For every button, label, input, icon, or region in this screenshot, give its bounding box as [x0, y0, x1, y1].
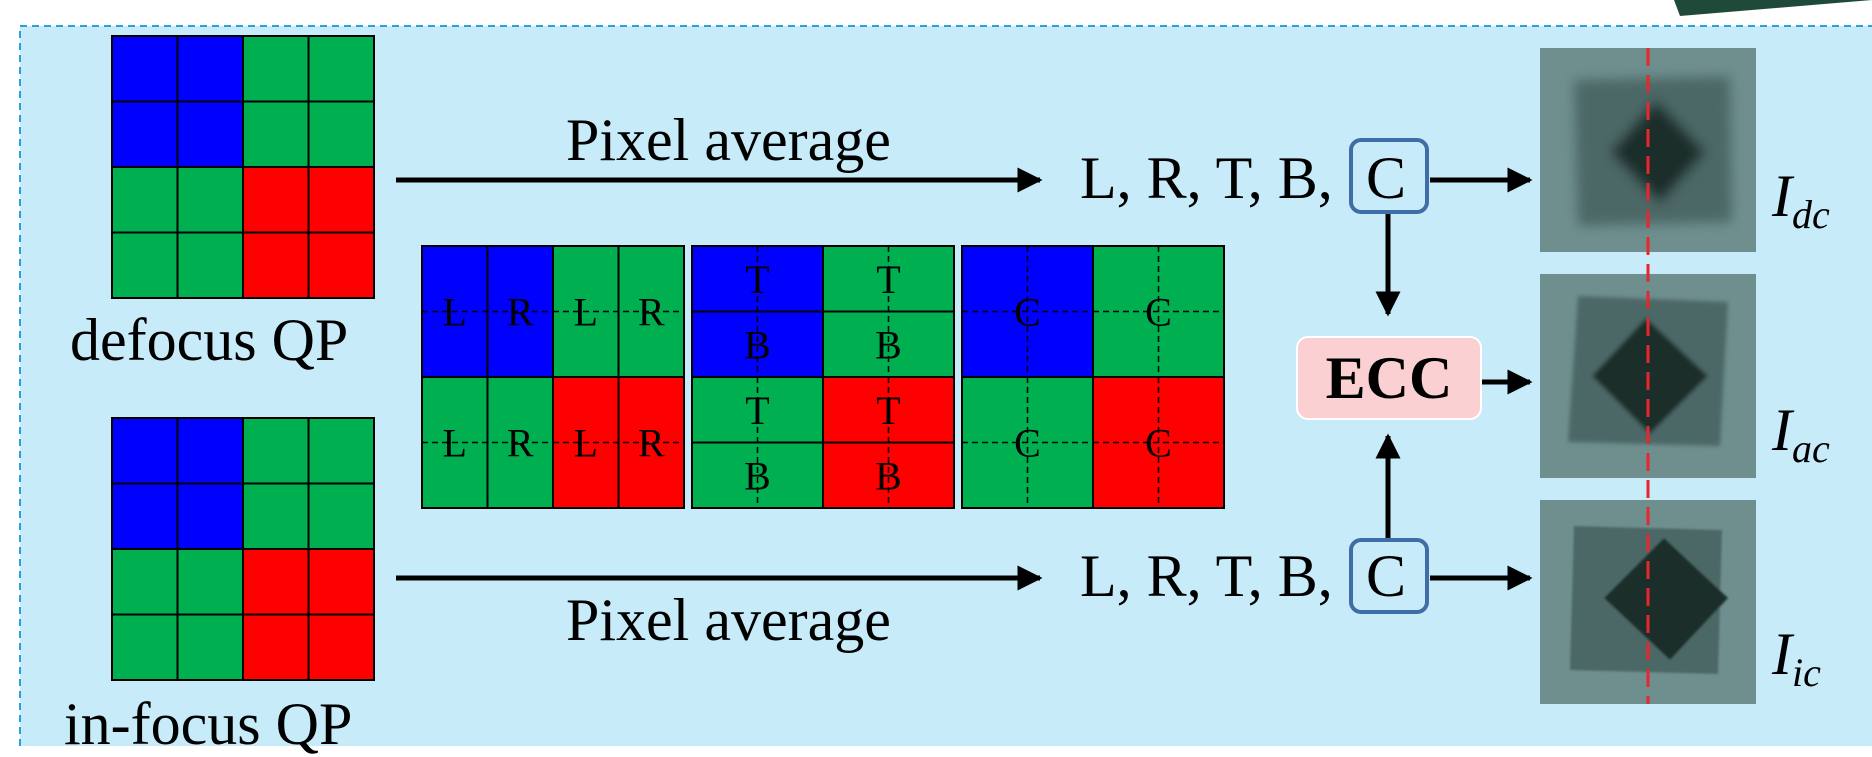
defocus-qp-pixel: [307, 166, 375, 234]
lr-pattern-letter: R: [638, 290, 665, 335]
infocus-qp-pixel: [111, 613, 179, 681]
infocus-qp-pixel: [242, 482, 310, 550]
bottom-c-label: C: [1366, 543, 1407, 609]
infocus-qp-pixel: [111, 417, 179, 485]
ecc-box: ECC: [1296, 336, 1482, 420]
infocus-qp-pixel: [307, 613, 375, 681]
tb-pattern-letter: T: [876, 257, 900, 302]
c-pattern-letter: C: [1014, 290, 1041, 335]
infocus-qp-pixel: [242, 548, 310, 616]
output-label-ac: Iac: [1772, 397, 1830, 471]
lr-pattern-letter: R: [507, 290, 534, 335]
bottom-arrow-label: Pixel average: [566, 587, 891, 653]
infocus-qp-pixel: [242, 417, 310, 485]
infocus-qp-pixel: [176, 548, 244, 616]
infocus-qp-pixel: [307, 548, 375, 616]
tb-pattern-letter: B: [744, 322, 771, 367]
defocus-qp-pixel: [111, 100, 179, 168]
defocus-qp-pixel: [307, 100, 375, 168]
top-sequence-label: L, R, T, B,: [1080, 145, 1333, 211]
infocus-qp-pixel: [242, 613, 310, 681]
defocus-qp-pixel: [242, 166, 310, 234]
defocus-qp-label: defocus QP: [70, 307, 349, 373]
tb-pattern-letter: T: [876, 388, 900, 433]
infocus-qp-pixel: [176, 417, 244, 485]
defocus-qp-pixel: [242, 231, 310, 299]
infocus-qp-label: in-focus QP: [64, 691, 353, 757]
tb-pattern-letter: B: [875, 322, 902, 367]
defocus-qp-pixel: [176, 100, 244, 168]
defocus-qp-pixel: [307, 231, 375, 299]
defocus-qp-pixel: [111, 35, 179, 103]
lr-pattern-letter: R: [507, 421, 534, 466]
top-arrow-label: Pixel average: [566, 107, 891, 173]
defocus-qp-pixel: [176, 35, 244, 103]
defocus-qp-pixel: [242, 35, 310, 103]
tb-pattern-letter: B: [744, 453, 771, 498]
output-label-dc: Idc: [1772, 163, 1830, 237]
lr-pattern-letter: L: [443, 290, 467, 335]
bottom-c-box: [1349, 538, 1429, 614]
lr-pattern-letter: L: [574, 421, 598, 466]
c-subpixel-pattern: C C C C: [961, 245, 1225, 509]
defocus-qp-grid: [111, 35, 375, 299]
defocus-qp-pixel: [176, 231, 244, 299]
top-c-label: C: [1366, 145, 1407, 211]
tb-pattern-letter: B: [875, 453, 902, 498]
infocus-qp-pixel: [307, 482, 375, 550]
infocus-qp-pixel: [111, 482, 179, 550]
c-pattern-letter: C: [1145, 421, 1172, 466]
lr-pattern-letter: L: [574, 290, 598, 335]
infocus-qp-grid: [111, 417, 375, 681]
lr-pattern-letter: L: [443, 421, 467, 466]
top-c-box: [1349, 138, 1429, 214]
c-pattern-letter: C: [1145, 290, 1172, 335]
defocus-qp-pixel: [307, 35, 375, 103]
tb-pattern-letter: T: [745, 388, 769, 433]
tb-pattern-letter: T: [745, 257, 769, 302]
lr-pattern-letter: R: [638, 421, 665, 466]
infocus-qp-pixel: [176, 482, 244, 550]
infocus-qp-pixel: [176, 613, 244, 681]
defocus-qp-pixel: [176, 166, 244, 234]
corner-decoration: [1674, 0, 1872, 16]
output-label-ic: Iic: [1772, 621, 1821, 695]
defocus-qp-pixel: [242, 100, 310, 168]
infocus-qp-pixel: [307, 417, 375, 485]
c-pattern-letter: C: [1014, 421, 1041, 466]
defocus-qp-pixel: [111, 231, 179, 299]
infocus-qp-pixel: [111, 548, 179, 616]
bottom-sequence-label: L, R, T, B,: [1080, 543, 1333, 609]
defocus-qp-pixel: [111, 166, 179, 234]
